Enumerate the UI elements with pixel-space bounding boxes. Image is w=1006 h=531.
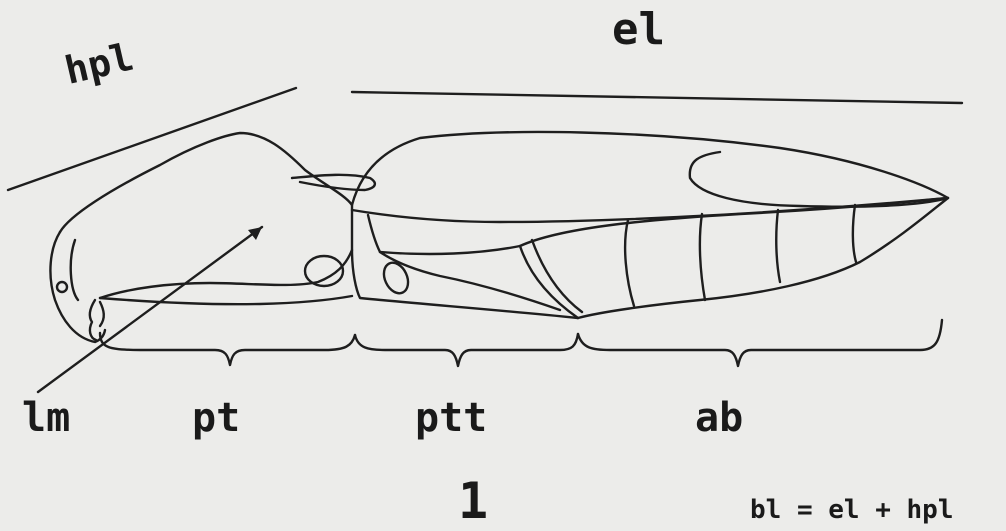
formula-text: bl = el + hpl xyxy=(750,497,954,523)
abdomen-outline xyxy=(520,198,948,318)
mouthparts-beaded xyxy=(90,300,104,340)
ocellus-mark xyxy=(57,282,67,292)
hpl-measure-line xyxy=(8,88,296,190)
label-el: el xyxy=(612,8,665,52)
head-ventral-line xyxy=(100,296,352,304)
abdomen-segment-3 xyxy=(700,214,705,300)
abdomen-segment-5 xyxy=(853,205,856,262)
head-pronotum-outline xyxy=(60,133,352,298)
figure-number: 1 xyxy=(458,476,488,526)
metacoxa-oval xyxy=(379,259,412,297)
face-inner-line xyxy=(71,240,78,300)
tegmen-tip xyxy=(292,175,375,190)
elytra-outline xyxy=(352,132,948,207)
ptt-brace xyxy=(355,334,578,366)
lm-arrowhead xyxy=(248,227,262,240)
eye-outline xyxy=(50,232,105,342)
body-dorsal-line xyxy=(352,198,948,222)
label-ptt: ptt xyxy=(415,398,487,438)
pt-brace xyxy=(100,333,355,365)
abdomen-segment-4 xyxy=(776,210,780,282)
label-pt: pt xyxy=(192,398,240,438)
label-ab: ab xyxy=(695,398,743,438)
el-measure-line xyxy=(352,92,962,103)
abdomen-segment-2 xyxy=(625,220,634,306)
ab-brace xyxy=(578,320,942,366)
label-lm: lm xyxy=(22,398,70,438)
